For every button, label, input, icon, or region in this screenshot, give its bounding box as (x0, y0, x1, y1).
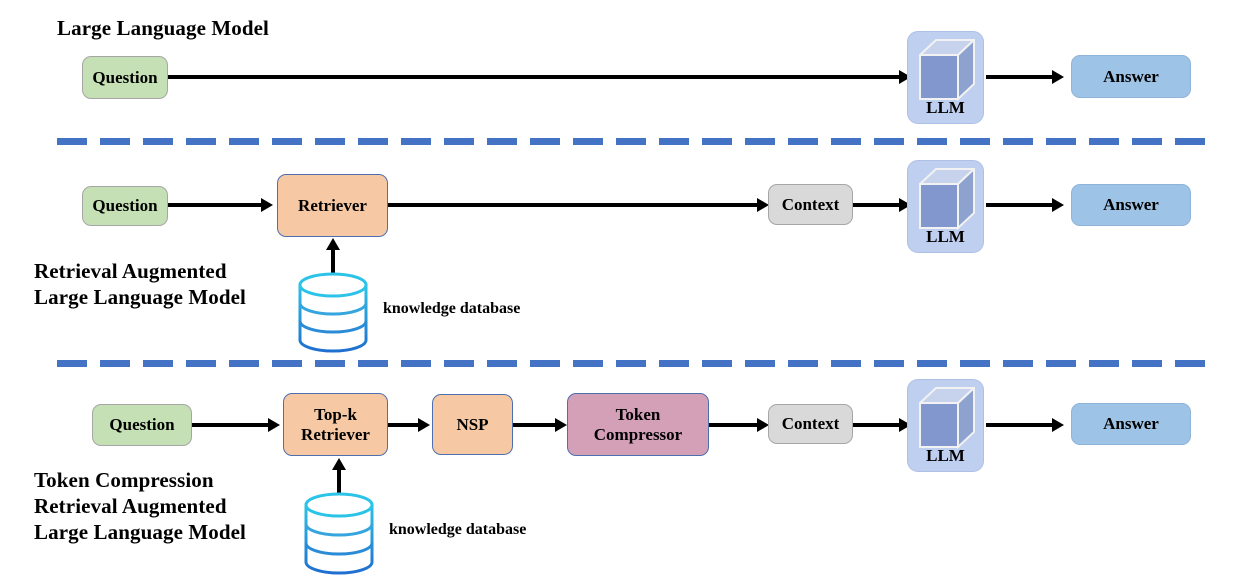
knowledge-database-caption-row2: knowledge database (383, 300, 521, 317)
divider-1 (57, 138, 1205, 145)
arrowhead-retriever-to-context-row2 (757, 198, 769, 212)
connector-database-to-topk-row3 (337, 470, 341, 498)
cube-icon (919, 168, 975, 230)
connector-database-to-retriever-row2 (331, 250, 335, 285)
cube-icon (919, 387, 975, 449)
connector-llm-to-answer-row3 (986, 423, 1054, 427)
node-nsp-row3: NSP (432, 394, 513, 455)
connector-llm-to-answer-row1 (986, 75, 1054, 79)
node-answer-row2: Answer (1071, 184, 1191, 226)
cube-icon (919, 39, 975, 101)
arrowhead-llm-to-answer-row3 (1052, 418, 1064, 432)
node-topk-retriever-row3: Top-k Retriever (283, 393, 388, 456)
node-answer-row1: Answer (1071, 55, 1191, 98)
connector-retriever-to-context-row2 (388, 203, 759, 207)
connector-context-to-llm-row3 (853, 423, 903, 427)
section-title-llm: Large Language Model (57, 16, 269, 40)
node-retriever-row2: Retriever (277, 174, 388, 237)
arrowhead-llm-to-answer-row1 (1052, 70, 1064, 84)
arrowhead-database-to-topk-row3 (332, 458, 346, 470)
connector-question-to-topk-row3 (192, 423, 269, 427)
llm-label-row1: LLM (926, 98, 965, 117)
knowledge-database-icon-row2 (298, 272, 368, 353)
divider-2 (57, 360, 1205, 367)
arrowhead-llm-to-answer-row2 (1052, 198, 1064, 212)
llm-block-row3: LLM (907, 379, 984, 472)
connector-llm-to-answer-row2 (986, 203, 1054, 207)
node-token-compressor-row3: Token Compressor (567, 393, 709, 456)
knowledge-database-icon-row3 (304, 492, 374, 575)
connector-question-to-llm-row1 (168, 75, 903, 79)
section-title-rag: Retrieval Augmented Large Language Model (34, 259, 246, 309)
arrowhead-topk-to-nsp-row3 (418, 418, 430, 432)
node-answer-row3: Answer (1071, 403, 1191, 445)
arrowhead-question-to-topk-row3 (268, 418, 280, 432)
connector-nsp-to-compressor-row3 (513, 423, 557, 427)
llm-block-row2: LLM (907, 160, 984, 253)
node-question-row2: Question (82, 186, 168, 226)
llm-label-row2: LLM (926, 227, 965, 246)
node-context-row3: Context (768, 404, 853, 444)
knowledge-database-caption-row3: knowledge database (389, 521, 527, 538)
arrowhead-question-to-retriever-row2 (261, 198, 273, 212)
connector-question-to-retriever-row2 (168, 203, 262, 207)
node-question-row1: Question (82, 56, 168, 99)
connector-compressor-to-context-row3 (709, 423, 759, 427)
connector-context-to-llm-row2 (853, 203, 903, 207)
llm-label-row3: LLM (926, 446, 965, 465)
arrowhead-compressor-to-context-row3 (757, 418, 769, 432)
arrowhead-database-to-retriever-row2 (326, 238, 340, 250)
arrowhead-nsp-to-compressor-row3 (555, 418, 567, 432)
node-context-row2: Context (768, 184, 853, 225)
llm-block-row1: LLM (907, 31, 984, 124)
section-title-tcrag: Token Compression Retrieval Augmented La… (34, 468, 246, 544)
connector-topk-to-nsp-row3 (388, 423, 420, 427)
node-question-row3: Question (92, 404, 192, 446)
